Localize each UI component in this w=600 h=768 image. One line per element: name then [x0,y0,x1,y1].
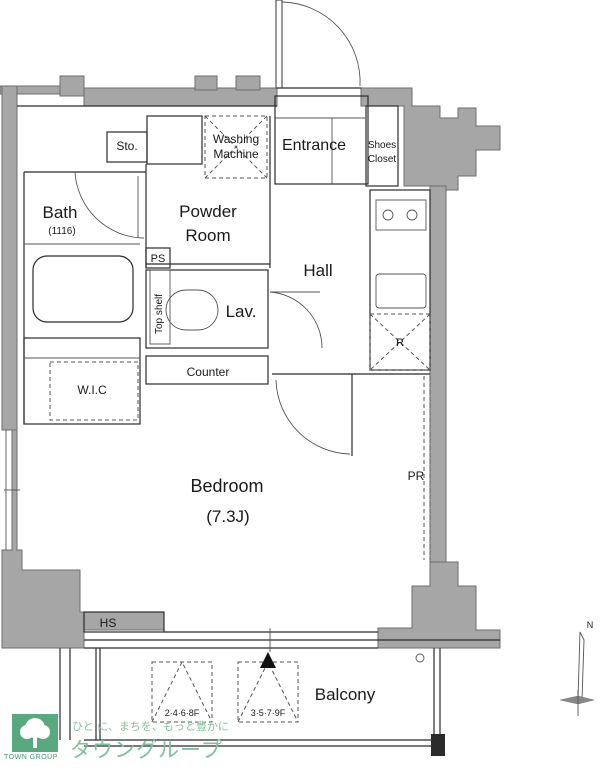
label-sto: Sto. [116,139,137,153]
label-shoes: Shoes [368,140,396,151]
label-lav: Lav. [226,302,257,321]
label-room: Room [185,226,230,245]
label-powder: Powder [179,202,237,221]
label-washing-2: Machine [213,147,259,161]
label-hall: Hall [303,261,332,280]
label-closet: Closet [368,154,397,165]
label-hs: HS [100,616,117,630]
label-entrance: Entrance [282,137,346,154]
label-ladder-left: 2·4·6·8F [165,708,200,718]
front-door [275,0,361,89]
label-ps: PS [151,253,166,265]
watermark-company-en: TOWN GROUP [4,754,58,761]
label-r: R [396,337,404,349]
balcony-area [59,648,445,756]
label-wic: W.I.C [77,383,107,397]
label-pr: PR [408,469,425,483]
room-labels: Sto. Washing Machine Entrance Shoes Clos… [43,132,594,718]
company-watermark: TOWN GROUP ひと に、まちを、もっと豊かに タウングループ [2,714,238,766]
label-bath: Bath [43,203,78,222]
label-bath-size: (1116) [48,226,75,237]
tree-logo-icon [12,714,58,752]
compass [559,631,595,716]
label-ladder-right: 3·5·7·9F [251,708,286,718]
label-balcony: Balcony [315,685,376,704]
compass-north: N [587,620,594,630]
watermark-company-jp: タウングループ [70,738,223,762]
interior-partitions [4,95,500,652]
label-counter: Counter [187,365,230,379]
label-washing-1: Washing [213,132,259,146]
label-bedroom-size: (7.3J) [206,507,249,526]
watermark-tagline: ひと に、まちを、もっと豊かに [72,720,229,733]
label-bedroom: Bedroom [190,476,263,496]
label-top-shelf: Top shelf [154,294,165,334]
